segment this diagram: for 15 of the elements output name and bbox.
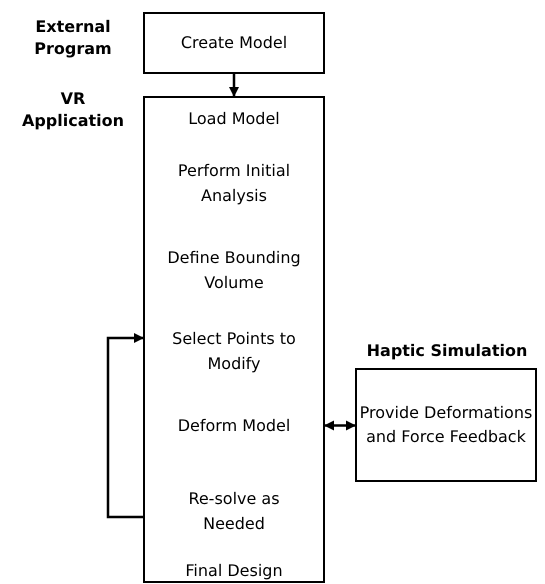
step-text: Re-solve as Needed: [159, 486, 309, 536]
step-text: Deform Model: [149, 413, 319, 438]
step-text: Final Design: [149, 558, 319, 583]
group-heading: VR Application: [20, 88, 126, 132]
box-text: Create Model: [180, 32, 288, 54]
arrow: [324, 420, 356, 430]
step-text: Select Points to Modify: [159, 326, 309, 376]
step-text: Define Bounding Volume: [159, 245, 309, 295]
box-text: Provide Deformations and Force Feedback: [358, 402, 534, 448]
arrow: [229, 74, 239, 97]
arrow: [106, 333, 144, 518]
group-heading: External Program: [33, 16, 113, 60]
step-text: Load Model: [149, 106, 319, 131]
step-text: Perform Initial Analysis: [159, 158, 309, 208]
group-heading: Haptic Simulation: [366, 340, 528, 362]
